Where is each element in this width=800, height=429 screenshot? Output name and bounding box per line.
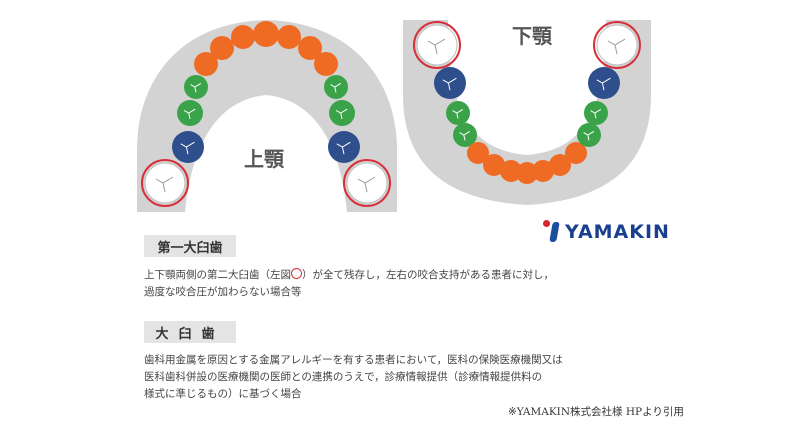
premolar-tooth xyxy=(584,101,608,125)
tooth-fissure xyxy=(596,77,611,91)
section-body-line: 上下顎両側の第二大臼歯（左図 xyxy=(144,269,291,281)
incisor-canine-tooth xyxy=(231,25,255,49)
tooth-fissure xyxy=(459,130,471,141)
premolar-tooth xyxy=(177,100,203,126)
source-credit: ※YAMAKIN株式会社様 HPより引用 xyxy=(508,406,684,418)
lower-jaw-label: 下顎 xyxy=(512,24,552,48)
tooth-fissure xyxy=(427,38,446,55)
incisor-canine-tooth xyxy=(194,52,218,76)
section-body-first-molar: 上下顎両側の第二大臼歯（左図 ）が全て残存し，左右の咬合支持がある患者に対し， 過… xyxy=(144,267,554,301)
upper-jaw-label: 上顎 xyxy=(244,147,284,171)
premolar-tooth xyxy=(329,100,355,126)
incisor-canine-tooth xyxy=(253,21,279,47)
incisor-canine-tooth xyxy=(549,154,571,176)
tooth-fissure xyxy=(357,176,376,193)
tooth-fissure xyxy=(336,141,351,155)
section-body-line: ）が全て残存し，左右の咬合支持がある患者に対し， xyxy=(302,269,554,281)
incisor-canine-tooth xyxy=(314,52,338,76)
yamakin-logo: YAMAKIN xyxy=(543,220,670,244)
tooth-fissure xyxy=(155,176,174,193)
tooth-fissure xyxy=(183,108,196,119)
second-molar-highlight-ring xyxy=(413,21,461,69)
first-molar-tooth xyxy=(588,67,620,99)
second-molar-highlight-ring xyxy=(593,21,641,69)
incisor-canine-tooth xyxy=(210,36,234,60)
incisor-canine-tooth xyxy=(565,142,587,164)
tooth-fissure xyxy=(335,108,348,119)
first-molar-tooth xyxy=(328,131,360,163)
yamakin-logo-text: YAMAKIN xyxy=(565,221,670,243)
section-body-molar: 歯科用金属を原因とする金属アレルギーを有する患者において，医科の保険医療機関又は… xyxy=(144,352,563,403)
red-circle-icon xyxy=(291,268,302,279)
section-title-first-molar: 第一大臼歯 xyxy=(144,235,236,257)
section-body-line: 歯科用金属を原因とする金属アレルギーを有する患者において，医科の保険医療機関又は xyxy=(144,354,563,366)
tooth-fissure xyxy=(180,141,195,155)
premolar-tooth xyxy=(324,75,348,99)
second-molar-tooth xyxy=(596,24,638,66)
premolar-tooth xyxy=(453,123,477,147)
lower-arch-shape xyxy=(403,20,651,205)
section-body-line: 過度な咬合圧が加わらない場合等 xyxy=(144,286,302,298)
incisor-canine-tooth xyxy=(532,160,554,182)
tooth-fissure xyxy=(452,108,464,119)
second-molar-tooth xyxy=(144,162,186,204)
section-title-molar: 大臼歯 xyxy=(144,321,236,343)
tooth-fissure xyxy=(190,82,202,93)
incisor-canine-tooth xyxy=(298,36,322,60)
incisor-canine-tooth xyxy=(483,154,505,176)
tooth-fissure xyxy=(583,130,595,141)
yamakin-logo-mark-icon xyxy=(543,220,561,244)
incisor-canine-tooth xyxy=(467,142,489,164)
incisor-canine-tooth xyxy=(516,162,538,184)
second-molar-tooth xyxy=(346,162,388,204)
tooth-fissure xyxy=(590,108,602,119)
incisor-canine-tooth xyxy=(277,25,301,49)
second-molar-highlight-ring xyxy=(141,159,189,207)
second-molar-highlight-ring xyxy=(343,159,391,207)
section-body-line: 医科歯科併設の医療機関の医師との連携のうえで，診療情報提供（診療情報提供料の xyxy=(144,371,543,383)
first-molar-tooth xyxy=(172,131,204,163)
tooth-fissure xyxy=(330,82,342,93)
tooth-fissure xyxy=(607,38,626,55)
first-molar-tooth xyxy=(434,67,466,99)
premolar-tooth xyxy=(446,101,470,125)
second-molar-tooth xyxy=(416,24,458,66)
premolar-tooth xyxy=(577,123,601,147)
tooth-fissure xyxy=(442,77,457,91)
incisor-canine-tooth xyxy=(500,160,522,182)
section-body-line: 様式に準じるもの）に基づく場合 xyxy=(144,388,302,400)
premolar-tooth xyxy=(184,75,208,99)
